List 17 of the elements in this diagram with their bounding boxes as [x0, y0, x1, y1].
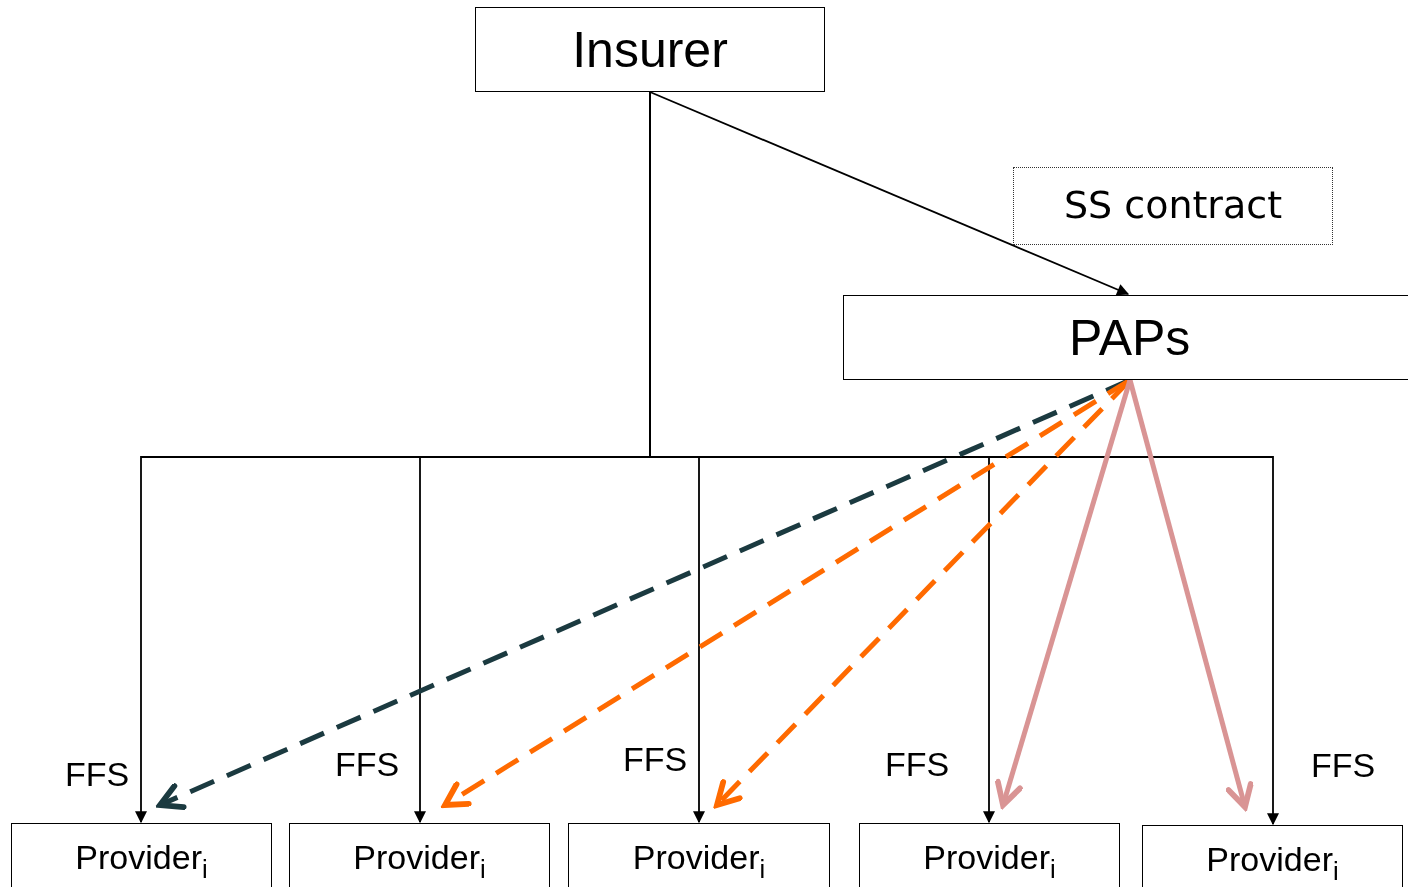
node-label: Provider$_{i}$ — [632, 838, 766, 877]
node-label: Provider$_{i}$ — [1206, 840, 1339, 879]
paps-box — [843, 295, 1408, 380]
edge-label: SS contract — [1013, 167, 1333, 245]
arrow — [649, 91, 1130, 296]
insurer-box — [475, 7, 825, 92]
provider-box — [289, 823, 550, 887]
node-label: Provider$_{i}$ — [75, 838, 208, 877]
node-label: Insurer — [572, 20, 728, 79]
node-label: Provider$_{i}$ — [923, 838, 1056, 877]
provider-box — [568, 823, 830, 887]
provider-box — [859, 823, 1120, 887]
arrow — [1127, 379, 1254, 810]
node-label: Provider$_{i}$ — [353, 838, 486, 877]
arrow — [995, 379, 1133, 808]
node-label: PAPs — [1069, 308, 1191, 367]
provider-box — [11, 823, 272, 887]
